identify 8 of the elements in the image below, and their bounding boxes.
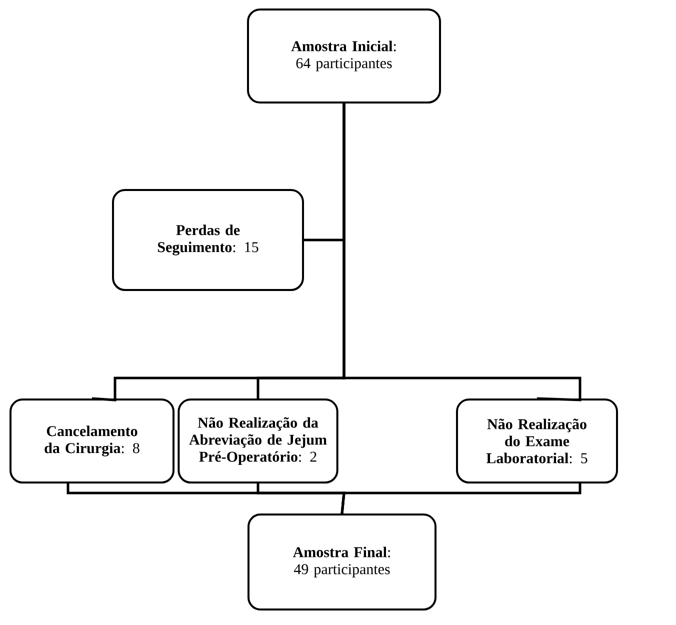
connector-line	[342, 104, 582, 402]
process-box: Cancelamento da Cirurgia: 8	[10, 398, 174, 484]
connector-line	[340, 484, 582, 514]
process-box: Amostra Inicial: 64 participantes	[247, 8, 441, 104]
process-box: Não Realização do Exame Laboratorial: 5	[456, 398, 618, 484]
process-box: Amostra Final: 49 participantes	[248, 514, 436, 610]
process-box: Não Realização da Abreviação de Jejum Pré-Operatório: 2	[178, 398, 338, 484]
process-box: Perdas de Seguimento: 15	[112, 189, 304, 291]
